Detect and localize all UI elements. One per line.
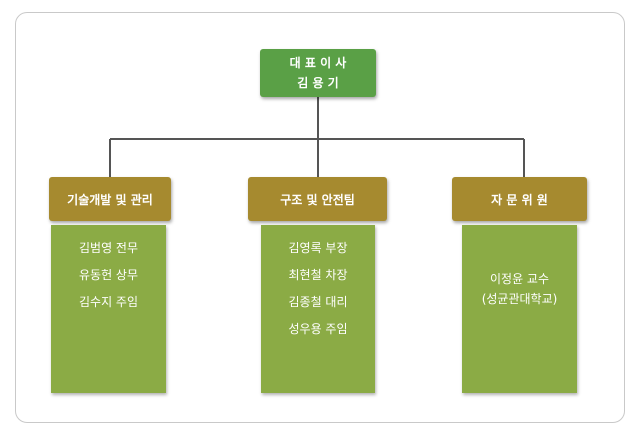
ceo-name: 김 용 기 [297,76,339,90]
member-name: 김범영 전무 [78,241,138,255]
member-panel-advisory: 이정윤 교수 (성균관대학교) [462,225,577,393]
member-name: 김수지 주임 [78,295,138,309]
member-panel-structure-safety: 김영록 부장 최현철 차장 김종철 대리 성우용 주임 [261,225,375,393]
member-name: 유동헌 상무 [78,268,138,282]
member-name: 김종철 대리 [288,295,348,309]
ceo-box: 대 표 이 사 김 용 기 [260,49,376,97]
dept-box-advisory: 자 문 위 원 [452,177,587,221]
ceo-title: 대 표 이 사 [289,56,347,70]
member-panel-tech-dev: 김범영 전무 유동헌 상무 김수지 주임 [51,225,166,393]
dept-label: 자 문 위 원 [491,192,548,207]
member-name: 성우용 주임 [288,322,348,336]
member-name: 최현철 차장 [288,268,348,282]
dept-box-tech-dev: 기술개발 및 관리 [49,177,171,221]
member-affiliation: (성균관대학교) [481,292,558,306]
member-name: 이정윤 교수 [489,272,549,286]
dept-label: 구조 및 안전팀 [280,192,355,207]
dept-label: 기술개발 및 관리 [67,192,153,207]
member-name: 김영록 부장 [288,241,348,255]
dept-box-structure-safety: 구조 및 안전팀 [248,177,387,221]
